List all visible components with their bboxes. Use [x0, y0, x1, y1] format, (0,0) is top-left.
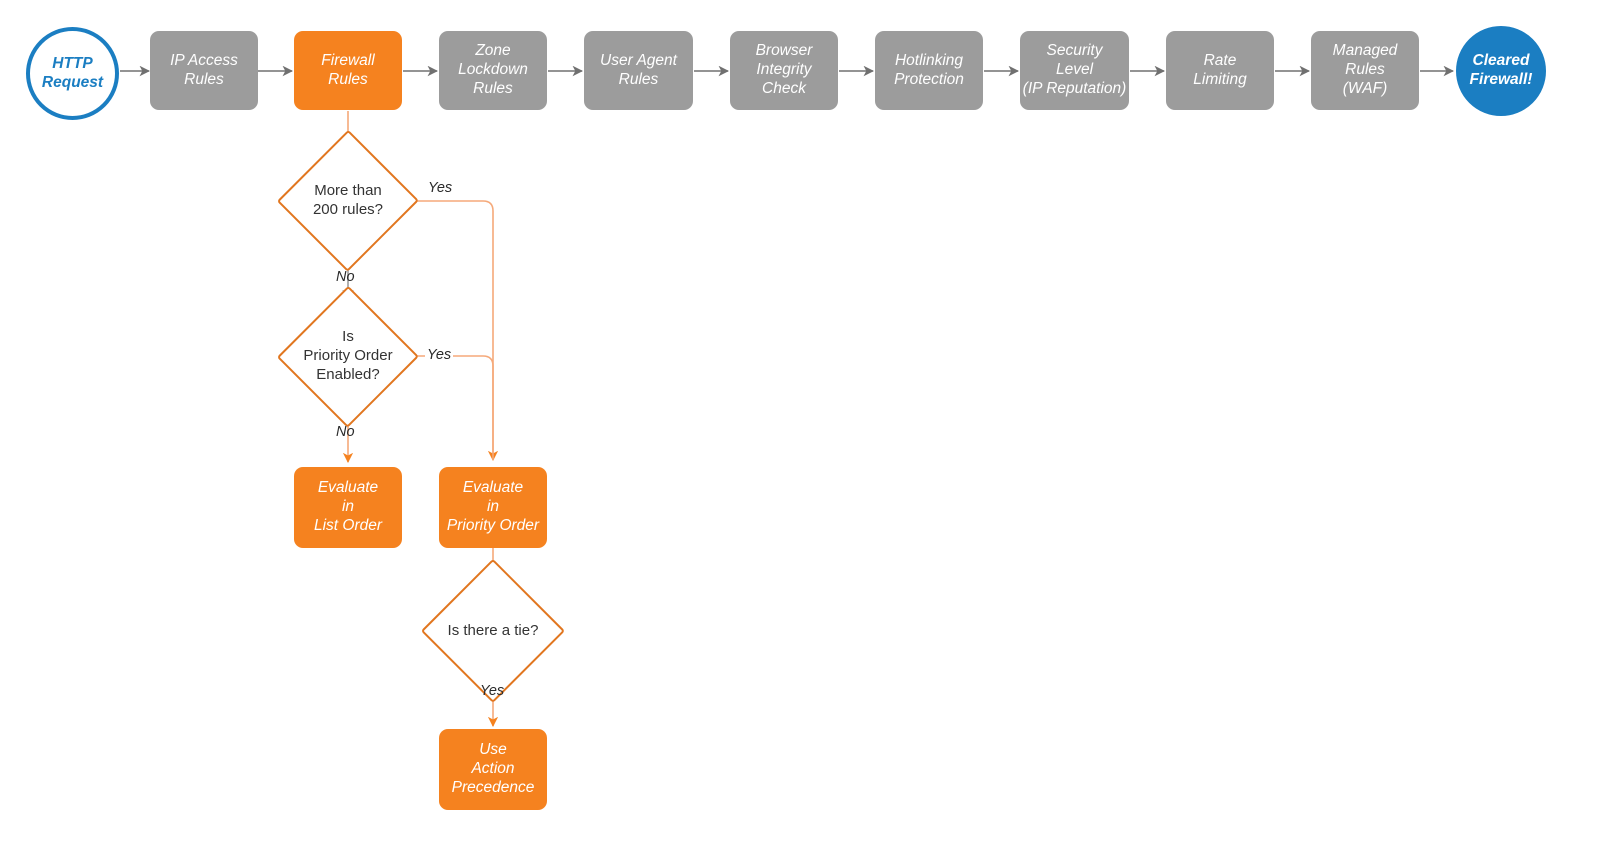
edge-label-tie-yes: Yes: [480, 683, 505, 699]
node-http-request-label: HTTP Request: [41, 54, 104, 91]
node-security-level-label: Security Level (IP Reputation): [1022, 42, 1127, 97]
node-hotlinking-protection[interactable]: Hotlinking Protection: [875, 31, 983, 110]
node-rate-limiting-label: Rate Limiting: [1193, 51, 1247, 88]
node-firewall-rules-label: Firewall Rules: [321, 51, 375, 88]
node-is-priority-order-enabled[interactable]: Is Priority Order Enabled?: [276, 285, 420, 428]
node-is-priority-order-enabled-label: Is Priority Order Enabled?: [303, 328, 393, 383]
node-zone-lockdown-rules-label: Zone Lockdown Rules: [458, 42, 528, 97]
node-firewall-rules[interactable]: Firewall Rules: [294, 31, 402, 110]
edge-priority-order-yes: [417, 355, 494, 460]
node-browser-integrity-check[interactable]: Browser Integrity Check: [730, 31, 838, 110]
node-evaluate-in-list-order-label: Evaluate in List Order: [313, 479, 383, 534]
edge-label-priority-order-yes: Yes: [425, 347, 454, 363]
edge-label-more-than-200-no: No: [336, 269, 355, 285]
node-more-than-200-rules-label: More than 200 rules?: [312, 181, 384, 218]
node-cleared-firewall-label: Cleared Firewall!: [1469, 52, 1533, 88]
node-user-agent-rules-label: User Agent Rules: [600, 51, 677, 88]
node-use-action-precedence[interactable]: Use Action Precedence: [439, 729, 547, 810]
node-managed-rules-waf[interactable]: Managed Rules (WAF): [1311, 31, 1419, 110]
edge-label-priority-order-no: No: [336, 424, 355, 440]
node-evaluate-in-priority-order[interactable]: Evaluate in Priority Order: [439, 467, 547, 548]
node-is-there-a-tie-label: Is there a tie?: [447, 621, 539, 639]
node-http-request[interactable]: HTTP Request: [26, 27, 119, 120]
node-security-level[interactable]: Security Level (IP Reputation): [1020, 31, 1129, 110]
node-rate-limiting[interactable]: Rate Limiting: [1166, 31, 1274, 110]
edge-label-more-than-200-yes: Yes: [428, 180, 453, 196]
node-evaluate-in-list-order[interactable]: Evaluate in List Order: [294, 467, 402, 548]
edge-more-than-200-yes: [417, 200, 499, 462]
node-hotlinking-protection-label: Hotlinking Protection: [894, 51, 964, 88]
node-use-action-precedence-label: Use Action Precedence: [451, 741, 535, 796]
node-ip-access-rules[interactable]: IP Access Rules: [150, 31, 258, 110]
node-cleared-firewall[interactable]: Cleared Firewall!: [1456, 26, 1546, 116]
node-managed-rules-waf-label: Managed Rules (WAF): [1332, 42, 1398, 97]
node-more-than-200-rules[interactable]: More than 200 rules?: [276, 129, 420, 272]
node-evaluate-in-priority-order-label: Evaluate in Priority Order: [446, 479, 540, 534]
node-ip-access-rules-label: IP Access Rules: [170, 51, 238, 88]
node-browser-integrity-check-label: Browser Integrity Check: [755, 42, 813, 97]
node-is-there-a-tie[interactable]: Is there a tie?: [420, 558, 566, 704]
node-zone-lockdown-rules[interactable]: Zone Lockdown Rules: [439, 31, 547, 110]
node-user-agent-rules[interactable]: User Agent Rules: [584, 31, 693, 110]
